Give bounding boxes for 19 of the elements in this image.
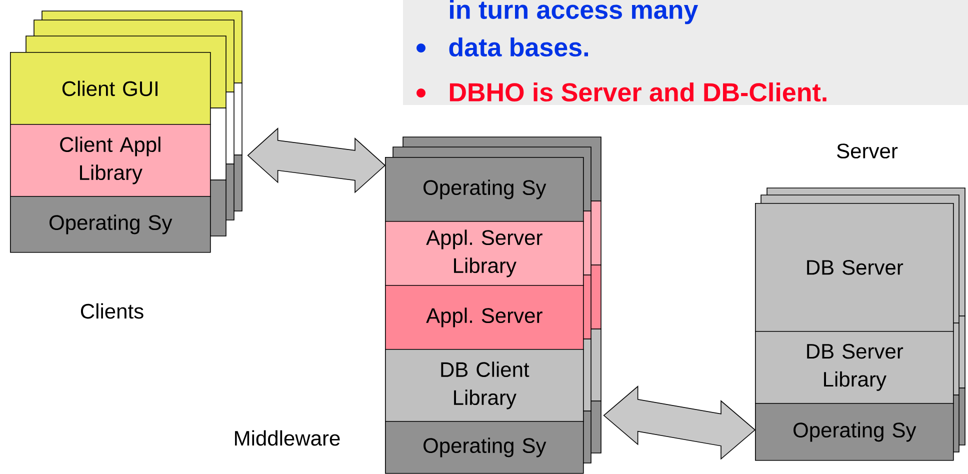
layer-box: Operating Sy [10, 196, 211, 253]
layer-box: DB Server [755, 203, 954, 332]
bullet-text: data bases. [449, 37, 588, 57]
bullet-text: DBHO is Server and DB-Client. [450, 82, 826, 102]
layer-box: Client GUI [10, 52, 211, 125]
double-arrow [247, 128, 386, 194]
layer-box: DB Client Library [385, 349, 584, 422]
group-label: Middleware [235, 430, 340, 446]
double-arrow [603, 386, 756, 460]
layer-box: Appl. Server Library [385, 221, 584, 286]
layer-box: Operating Sy [385, 157, 584, 222]
group-label: Server [837, 144, 898, 158]
layer-box: Operating Sy [755, 403, 954, 461]
layer-box: Appl. Server [385, 285, 584, 350]
bullet-text: in turn access many [450, 0, 698, 24]
group-label: Clients [80, 303, 144, 319]
layer-box: Client Appl Library [10, 124, 211, 197]
layer-box: DB Server Library [755, 331, 954, 404]
layer-box: Operating Sy [385, 421, 584, 474]
